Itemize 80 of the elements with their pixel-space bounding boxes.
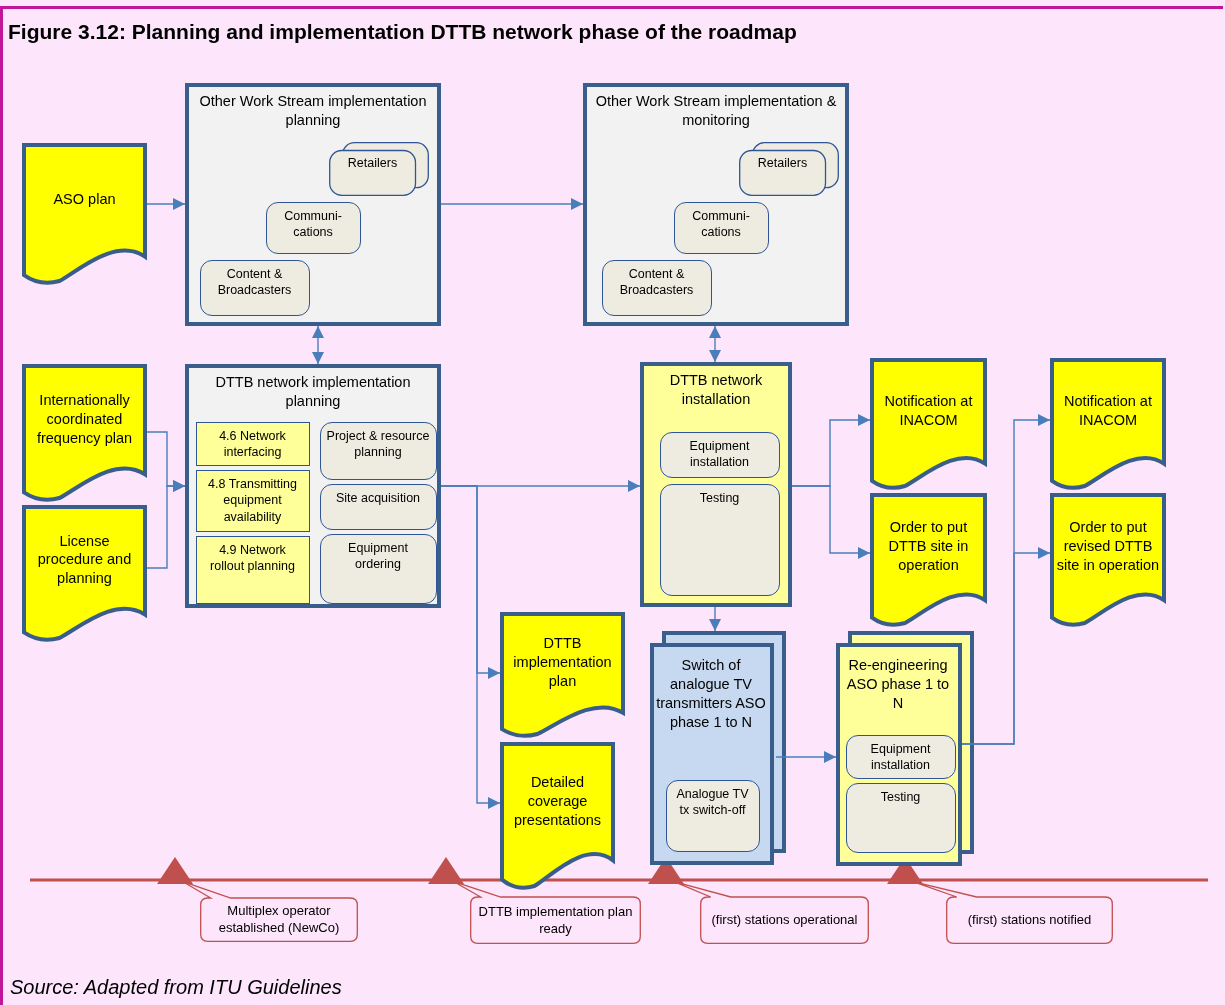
note-box <box>196 422 310 466</box>
box-label: Content & Broadcasters <box>216 266 293 299</box>
box-label: DTTB implementation plan ready <box>477 903 634 938</box>
rounded-card <box>666 780 760 852</box>
box-label: Internationally coordinated frequency plan <box>35 390 134 448</box>
box-heading: Other Work Stream implementation & monitoring <box>594 92 838 130</box>
stacked-card <box>329 142 429 196</box>
process-box <box>583 83 849 326</box>
document-shape <box>500 742 615 890</box>
document-shape <box>22 505 147 642</box>
box-label: Retailers <box>347 155 398 172</box>
box-label: Project & resource planning <box>326 428 430 461</box>
box-label: Communi- cations <box>283 208 343 241</box>
box-label: Order to put revised DTTB site in operation <box>1055 518 1161 575</box>
box-label: 4.8 Transmitting equipment availability <box>207 476 298 525</box>
box-label: Notification at INACOM <box>1063 391 1153 430</box>
stacked-card <box>739 142 839 196</box>
process-box <box>640 362 792 607</box>
box-label: Site acquisition <box>335 490 421 507</box>
note-box <box>196 536 310 604</box>
box-label: (first) stations notified <box>967 912 1092 929</box>
rounded-card <box>674 202 769 254</box>
box-heading: DTTB network implementation planning <box>214 373 412 411</box>
connector-arrow <box>709 606 721 632</box>
document-shape <box>1050 358 1166 490</box>
box-heading: DTTB network installation <box>668 371 764 409</box>
document-shape <box>500 612 625 738</box>
document-shape <box>22 364 147 502</box>
figure-title: Figure 3.12: Planning and implementation DTTB network phase of the roadmap <box>8 20 797 44</box>
connector-arrow <box>791 485 871 559</box>
connector-arrow <box>961 547 1051 745</box>
document-shape <box>1050 493 1166 627</box>
rounded-card <box>320 484 437 530</box>
source-caption: Source: Adapted from ITU Guidelines <box>10 976 342 999</box>
box-label: Equipment installation <box>869 741 932 774</box>
document-shape <box>870 358 987 490</box>
box-label: 4.9 Network rollout planning <box>209 542 296 575</box>
rounded-card <box>846 735 956 779</box>
process-box <box>185 83 441 326</box>
box-label: Order to put DTTB site in operation <box>887 518 970 575</box>
connector-arrow <box>775 751 837 763</box>
stacked-process-box <box>836 631 974 866</box>
box-label: Content & Broadcasters <box>618 266 695 299</box>
rounded-card <box>200 260 310 316</box>
connector-arrow <box>440 485 501 809</box>
rounded-card <box>266 202 361 254</box>
rounded-card <box>846 783 956 853</box>
box-label: License procedure and planning <box>36 531 133 589</box>
box-label: DTTB implementation plan <box>512 634 613 691</box>
box-label: Equipment ordering <box>347 540 409 573</box>
connector-arrow <box>312 325 324 365</box>
connector-arrow <box>146 480 186 569</box>
box-label: Notification at INACOM <box>883 391 974 430</box>
connector-arrow <box>709 325 721 363</box>
box-heading: Switch of analogue TV transmitters ASO phase 1 to N <box>655 656 767 732</box>
connector-arrow <box>146 198 186 210</box>
rounded-card <box>660 432 780 478</box>
box-label: Detailed coverage presentations <box>512 772 603 830</box>
box-label: Equipment installation <box>688 438 751 471</box>
rounded-card <box>602 260 712 316</box>
box-label: Testing <box>880 789 921 806</box>
rounded-card <box>320 422 437 480</box>
box-label: 4.6 Network interfacing <box>218 428 287 461</box>
stacked-process-box <box>650 631 786 865</box>
rounded-card <box>660 484 780 596</box>
box-label: Analogue TV tx switch-off <box>675 786 750 819</box>
rounded-card <box>320 534 437 604</box>
box-label: Retailers <box>757 155 808 172</box>
document-shape <box>870 493 987 627</box>
box-label: Multiplex operator established (NewCo) <box>217 903 341 937</box>
box-label: Communi- cations <box>691 208 751 241</box>
note-box <box>196 470 310 532</box>
box-label: ASO plan <box>53 190 116 210</box>
box-label: (first) stations operational <box>711 912 858 929</box>
document-shape <box>22 143 147 285</box>
box-heading: Other Work Stream implementation planning <box>198 92 428 130</box>
box-heading: Re-engineering ASO phase 1 to N <box>845 656 951 713</box>
process-box <box>185 364 441 608</box>
box-label: Testing <box>699 490 740 507</box>
connector-arrow <box>440 198 584 210</box>
